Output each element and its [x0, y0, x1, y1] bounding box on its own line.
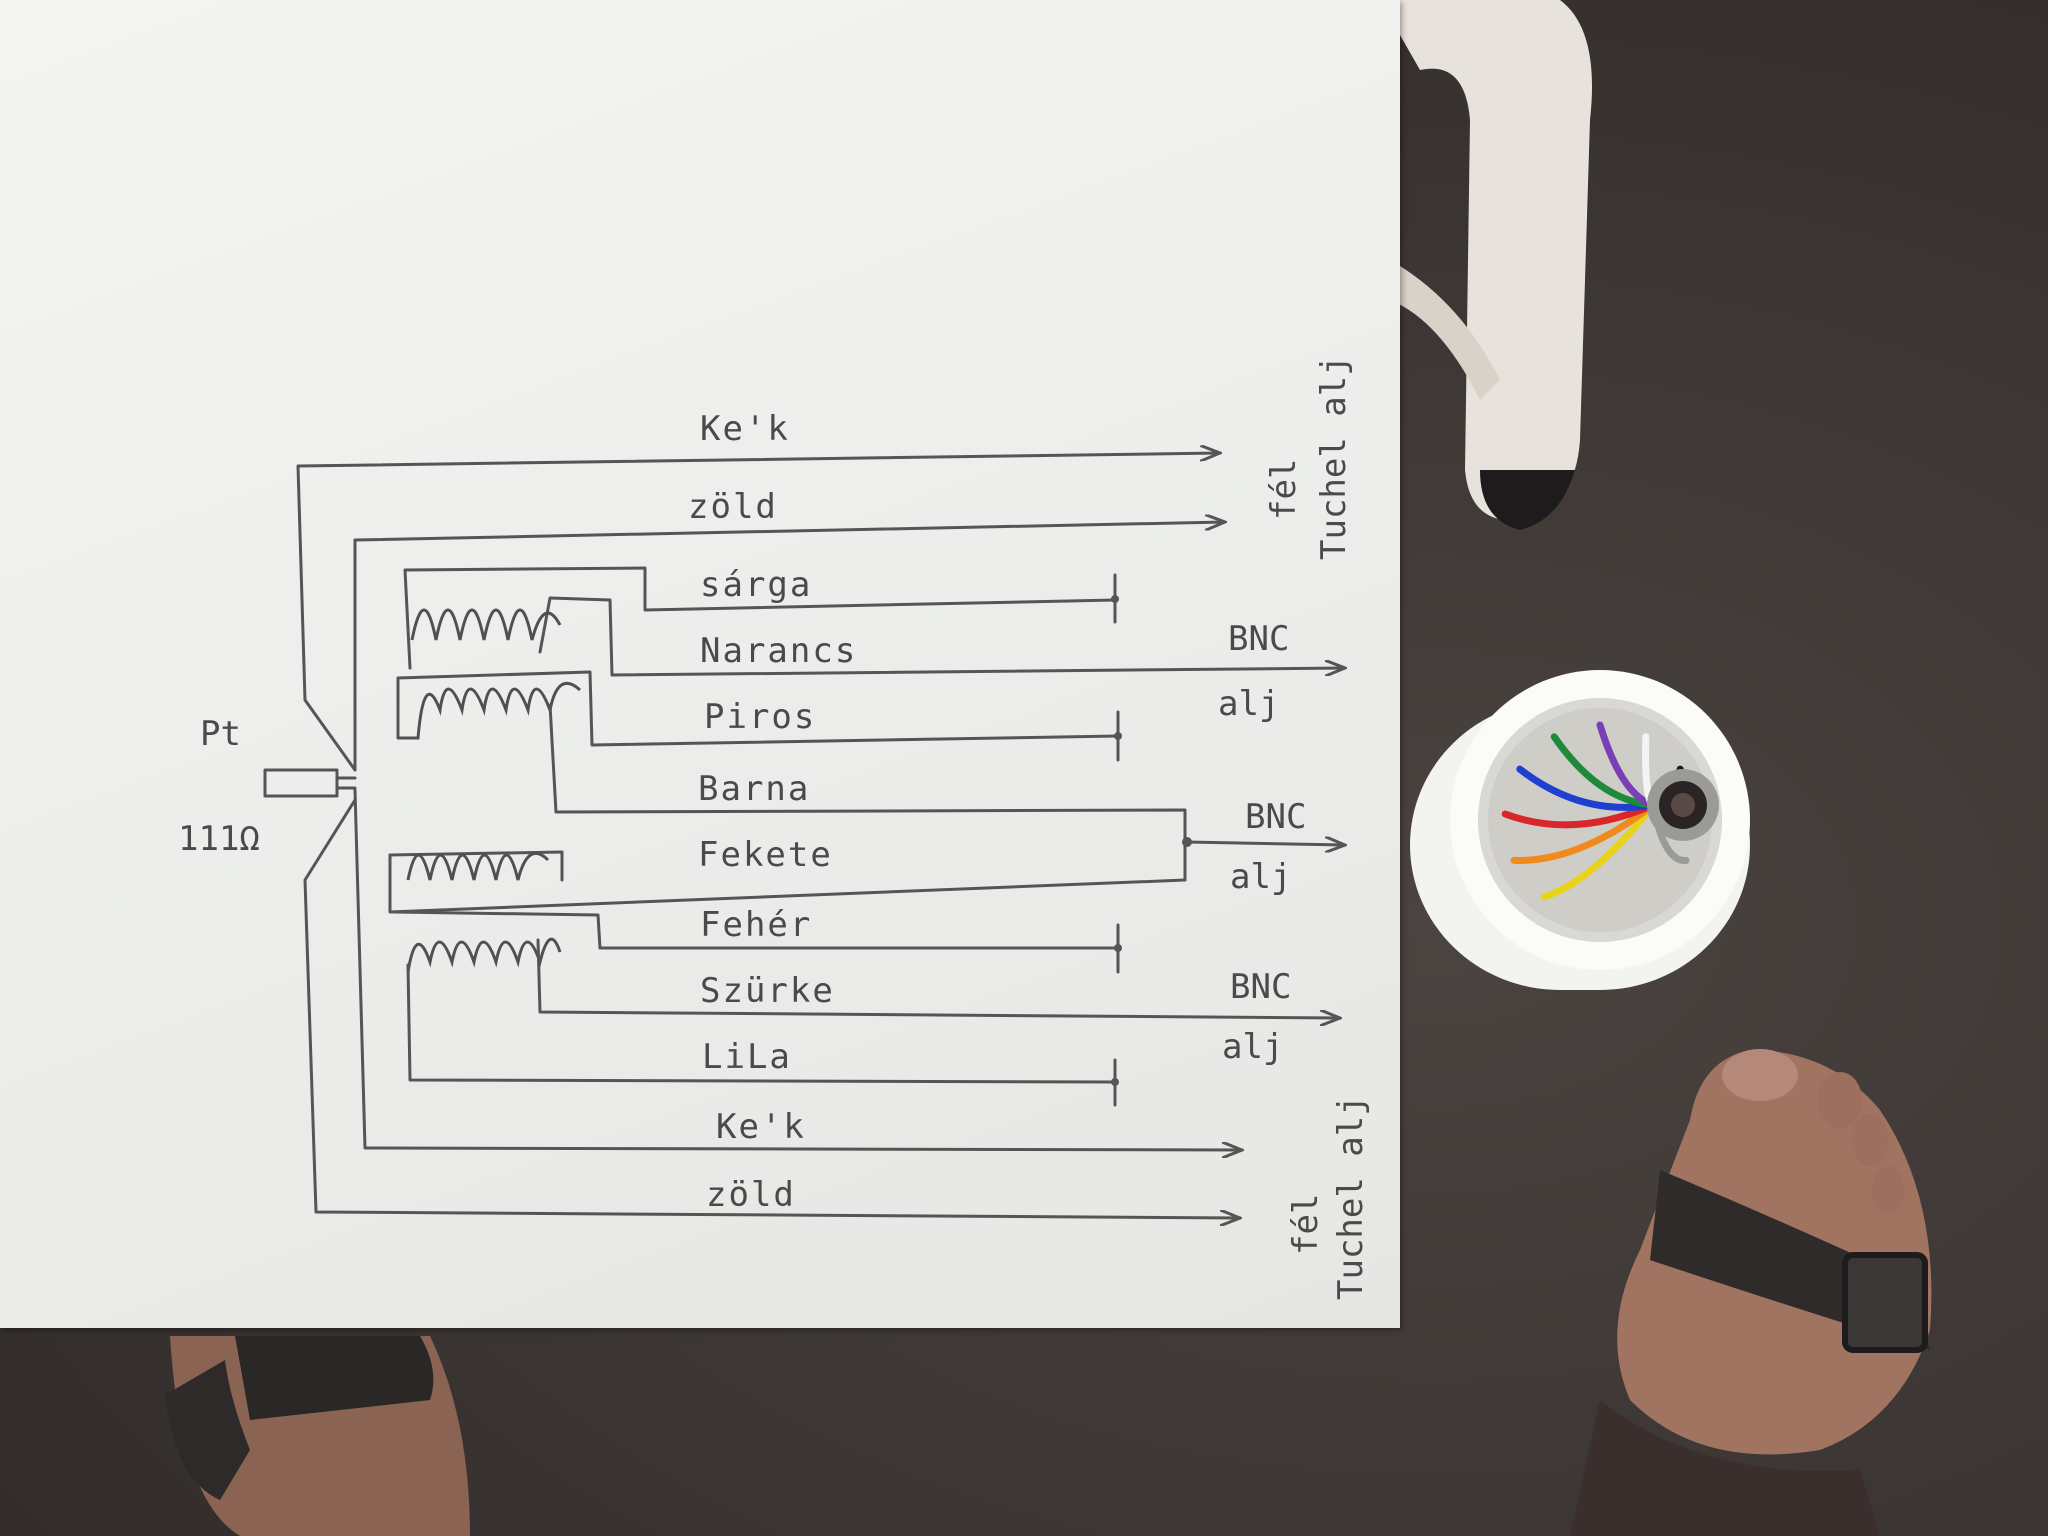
wire-feher: [392, 910, 1120, 950]
svg-text:alj: alj: [1230, 857, 1291, 897]
bnc-socket-photo: [1647, 769, 1719, 841]
terminal-bnc-1: BNC alj: [1218, 619, 1289, 724]
foot-bottom-left: [165, 1336, 470, 1536]
label-piros: Piros: [704, 697, 816, 737]
connector-wire: [1596, 721, 1657, 809]
connector-wire: [1540, 801, 1657, 901]
coil-2: [398, 681, 582, 740]
wire-piros: [396, 670, 1120, 747]
label-sarga: sárga: [700, 565, 812, 605]
connector-wire: [1510, 801, 1657, 864]
paper-sheet: [0, 0, 1400, 1328]
terminal-tuchel-bottom: Tuchel alj fél: [1286, 1095, 1371, 1300]
wiring-diagram: Pt 111Ω Ke'k zöld sárga Narancs Piros Ba…: [178, 355, 1371, 1300]
sensor-label-pt: Pt: [200, 714, 241, 754]
label-zold-bottom: zöld: [706, 1175, 796, 1215]
wire-sarga: [403, 566, 1117, 670]
wire-szurke: [536, 938, 1340, 1018]
svg-text:BNC: BNC: [1230, 967, 1291, 1007]
svg-text:alj: alj: [1218, 684, 1279, 724]
connector-wire: [1550, 733, 1657, 809]
foot-bottom-right: [1570, 1049, 1932, 1536]
wire-kek-bottom: [353, 788, 1242, 1150]
terminal-bnc-3: BNC alj: [1222, 967, 1291, 1067]
pt-sensor: Pt 111Ω: [178, 714, 357, 859]
wire-lila: [406, 963, 1117, 1084]
svg-text:alj: alj: [1222, 1027, 1283, 1067]
wire-barna: [548, 703, 1187, 882]
svg-text:fél: fél: [1264, 459, 1304, 520]
svg-text:fél: fél: [1286, 1194, 1326, 1255]
svg-text:BNC: BNC: [1245, 797, 1306, 837]
wire-fekete: [388, 853, 1187, 914]
label-narancs: Narancs: [700, 631, 857, 671]
connector-wire: [1516, 765, 1657, 811]
terminal-bnc-2: BNC alj: [1230, 797, 1306, 897]
svg-text:Tuchel alj: Tuchel alj: [1331, 1095, 1371, 1300]
label-kek-top: Ke'k: [700, 409, 790, 449]
label-kek-bottom: Ke'k: [716, 1107, 806, 1147]
label-lila: LiLa: [702, 1037, 792, 1077]
sensor-body: [263, 768, 339, 798]
connector-wire: [1501, 801, 1657, 829]
coil-1: [410, 608, 562, 641]
terminal-tuchel-top: Tuchel alj fél: [1264, 355, 1354, 560]
wire-narancs: [538, 596, 1345, 677]
wire-kek-top: [296, 453, 1220, 772]
sensor-label-resistance: 111Ω: [178, 819, 260, 859]
label-barna: Barna: [698, 769, 810, 809]
label-zold-top: zöld: [688, 487, 778, 527]
stool-leg: [1380, 0, 1592, 530]
label-szurke: Szürke: [700, 971, 835, 1011]
coil-3: [406, 851, 550, 881]
wire-zold-top: [353, 522, 1225, 772]
label-feher: Fehér: [700, 905, 812, 945]
label-fekete: Fekete: [698, 835, 833, 875]
svg-text:Tuchel alj: Tuchel alj: [1314, 355, 1354, 560]
svg-text:BNC: BNC: [1228, 619, 1289, 659]
wire-zold-bottom: [303, 798, 1240, 1218]
